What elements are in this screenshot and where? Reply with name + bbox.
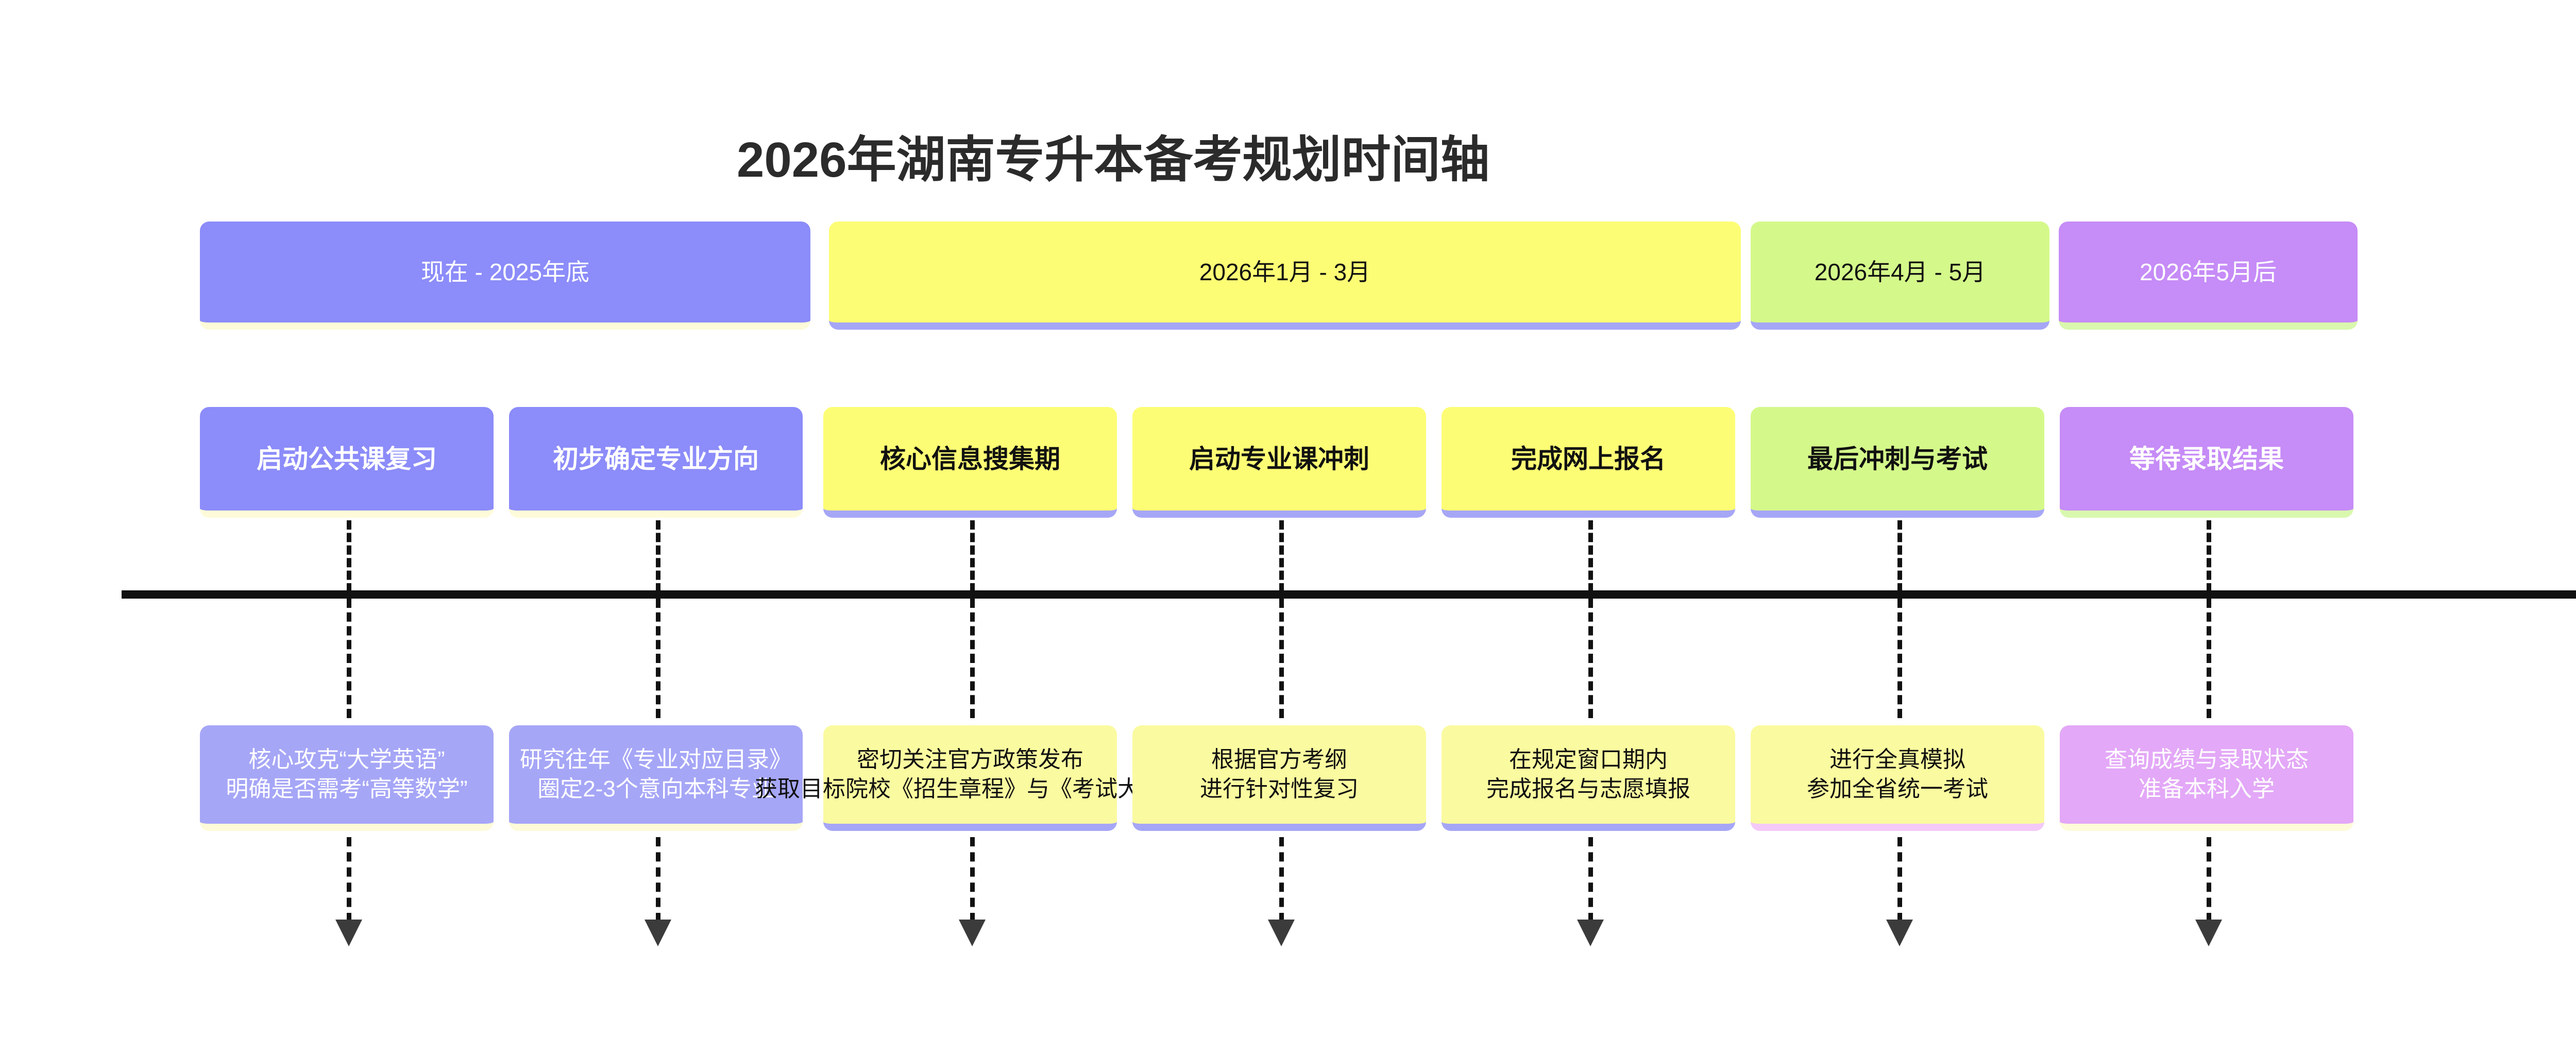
phase-bar-label: 2026年5月后 bbox=[2140, 258, 2277, 285]
connector-arrow-icon bbox=[645, 920, 671, 946]
connector-line bbox=[1897, 520, 1902, 592]
detail-card-text: 研究往年《专业对应目录》圈定2-3个意向本科专业 bbox=[520, 745, 792, 804]
milestone-card[interactable]: 核心信息搜集期 bbox=[823, 407, 1117, 518]
detail-card-text: 密切关注官方政策发布获取目标院校《招生章程》与《考试大纲》 bbox=[755, 745, 1185, 804]
connector-line bbox=[2207, 599, 2211, 718]
phase-bar-label: 现在 - 2025年底 bbox=[420, 258, 590, 285]
phase-bar[interactable]: 现在 - 2025年底 bbox=[200, 222, 810, 330]
detail-card-line1: 进行全真模拟 bbox=[1829, 747, 1965, 773]
detail-card-line1: 在规定窗口期内 bbox=[1509, 747, 1668, 773]
connector-line bbox=[970, 837, 975, 922]
detail-card-text: 在规定窗口期内完成报名与志愿填报 bbox=[1486, 745, 1690, 804]
milestone-card-label: 初步确定专业方向 bbox=[553, 444, 759, 473]
detail-card-line2: 完成报名与志愿填报 bbox=[1486, 776, 1690, 802]
milestone-card[interactable]: 初步确定专业方向 bbox=[509, 407, 803, 518]
detail-card[interactable]: 根据官方考纲进行针对性复习 bbox=[1132, 725, 1426, 831]
detail-card[interactable]: 核心攻克“大学英语” 明确是否需考“高等数学” bbox=[200, 725, 494, 831]
detail-card-line1: 密切关注官方政策发布 bbox=[857, 747, 1083, 773]
connector-line bbox=[1279, 520, 1284, 592]
detail-card-line1: 根据官方考纲 bbox=[1211, 747, 1347, 773]
connector-line bbox=[1588, 837, 1593, 922]
connector-line bbox=[1588, 520, 1593, 592]
detail-card-text: 进行全真模拟参加全省统一考试 bbox=[1807, 745, 1988, 804]
timeline-axis bbox=[122, 590, 2576, 599]
detail-card-text: 查询成绩与录取状态准备本科入学 bbox=[2105, 745, 2309, 804]
connector-arrow-icon bbox=[959, 920, 986, 946]
connector-line bbox=[656, 837, 660, 922]
connector-arrow-icon bbox=[335, 920, 362, 946]
milestone-card-label: 完成网上报名 bbox=[1511, 444, 1666, 473]
connector-line bbox=[1279, 599, 1284, 718]
milestone-card-label: 等待录取结果 bbox=[2129, 444, 2284, 473]
milestone-card[interactable]: 启动公共课复习 bbox=[200, 407, 494, 518]
milestone-card-label: 核心信息搜集期 bbox=[880, 444, 1060, 473]
milestone-card[interactable]: 完成网上报名 bbox=[1442, 407, 1735, 518]
detail-card-line2: 圈定2-3个意向本科专业 bbox=[537, 776, 774, 802]
detail-card-line2: 进行针对性复习 bbox=[1200, 776, 1359, 802]
connector-line bbox=[2207, 837, 2211, 922]
connector-arrow-icon bbox=[1886, 920, 1913, 946]
connector-line bbox=[970, 599, 975, 718]
phase-bar-label: 2026年1月 - 3月 bbox=[1199, 258, 1371, 285]
detail-card-text: 核心攻克“大学英语” 明确是否需考“高等数学” bbox=[226, 745, 467, 804]
milestone-card-label: 启动公共课复习 bbox=[257, 444, 437, 473]
connector-arrow-icon bbox=[2195, 920, 2222, 946]
milestone-card[interactable]: 等待录取结果 bbox=[2060, 407, 2353, 518]
connector-line bbox=[1588, 599, 1593, 718]
detail-card[interactable]: 密切关注官方政策发布获取目标院校《招生章程》与《考试大纲》 bbox=[755, 725, 1185, 831]
detail-card-line1: 查询成绩与录取状态 bbox=[2105, 747, 2309, 773]
phase-bar[interactable]: 2026年5月后 bbox=[2059, 222, 2358, 330]
milestone-card[interactable]: 最后冲刺与考试 bbox=[1751, 407, 2044, 518]
phase-bar[interactable]: 2026年1月 - 3月 bbox=[829, 222, 1741, 330]
connector-line bbox=[347, 520, 351, 592]
detail-card[interactable]: 查询成绩与录取状态准备本科入学 bbox=[2060, 725, 2353, 831]
detail-card[interactable]: 进行全真模拟参加全省统一考试 bbox=[1751, 725, 2044, 831]
connector-arrow-icon bbox=[1268, 920, 1295, 946]
connector-line bbox=[656, 520, 660, 592]
connector-line bbox=[1897, 599, 1902, 718]
detail-card-line2: 准备本科入学 bbox=[2139, 776, 2275, 802]
connector-arrow-icon bbox=[1577, 920, 1604, 946]
milestone-card[interactable]: 启动专业课冲刺 bbox=[1132, 407, 1426, 518]
connector-line bbox=[347, 837, 351, 922]
connector-line bbox=[347, 599, 351, 718]
detail-card[interactable]: 研究往年《专业对应目录》圈定2-3个意向本科专业 bbox=[509, 725, 803, 831]
phase-bar-label: 2026年4月 - 5月 bbox=[1814, 258, 1986, 285]
detail-card-text: 根据官方考纲进行针对性复习 bbox=[1200, 745, 1359, 804]
detail-card-line2: 明确是否需考“高等数学” bbox=[226, 776, 468, 802]
phase-bar[interactable]: 2026年4月 - 5月 bbox=[1751, 222, 2049, 330]
milestone-card-label: 启动专业课冲刺 bbox=[1189, 444, 1369, 473]
milestone-card-label: 最后冲刺与考试 bbox=[1807, 444, 1988, 473]
connector-line bbox=[970, 520, 975, 592]
detail-card-line1: 核心攻克“大学英语” bbox=[248, 747, 445, 773]
detail-card-line2: 参加全省统一考试 bbox=[1807, 776, 1988, 802]
detail-card[interactable]: 在规定窗口期内完成报名与志愿填报 bbox=[1442, 725, 1735, 831]
connector-line bbox=[1897, 837, 1902, 922]
detail-card-line2: 获取目标院校《招生章程》与《考试大纲》 bbox=[755, 776, 1185, 802]
connector-line bbox=[2207, 520, 2211, 592]
page-title: 2026年湖南专升本备考规划时间轴 bbox=[737, 132, 1490, 188]
connector-line bbox=[656, 599, 660, 718]
connector-line bbox=[1279, 837, 1284, 922]
detail-card-line1: 研究往年《专业对应目录》 bbox=[520, 747, 792, 773]
